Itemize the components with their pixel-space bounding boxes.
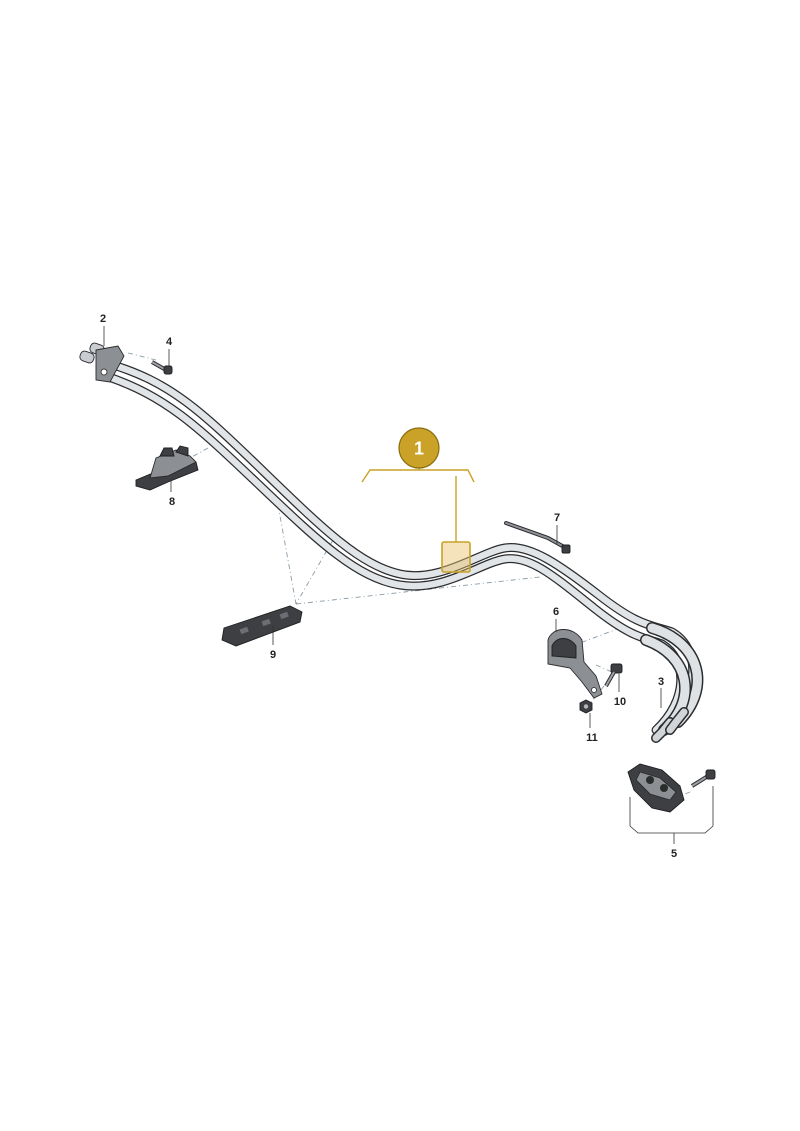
callout-6: 6 [553, 606, 559, 618]
bolt-item-4[interactable] [151, 360, 173, 375]
callout-10: 10 [614, 696, 626, 708]
holder-item-5[interactable] [627, 763, 716, 813]
callout-8: 8 [169, 496, 175, 508]
coolant-tube-assembly[interactable] [101, 359, 704, 736]
callout-4: 4 [166, 336, 173, 348]
leader-lines [103, 326, 714, 844]
main-assembly-callout[interactable]: 1 [361, 427, 475, 573]
base-plate-item-9[interactable] [221, 605, 303, 647]
nut-item-11[interactable] [579, 699, 593, 714]
clamp-bracket-item-6[interactable] [547, 629, 603, 699]
tube-end-connectors[interactable] [651, 707, 689, 743]
callout-2: 2 [100, 313, 106, 325]
callout-5: 5 [671, 848, 677, 860]
main-assembly-badge[interactable] [398, 427, 440, 469]
bracket-item-8[interactable] [135, 445, 199, 491]
callout-labels: 2 4 8 9 7 6 3 10 11 5 [100, 313, 677, 860]
callout-11: 11 [586, 732, 598, 744]
main-assembly-number: 1 [414, 439, 424, 459]
cable-tie-item-7[interactable] [504, 521, 571, 554]
callout-7: 7 [554, 512, 560, 524]
flange-connector-left[interactable] [79, 342, 125, 383]
screw-item-10[interactable] [604, 663, 623, 687]
callout-9: 9 [270, 649, 276, 661]
callout-3: 3 [658, 676, 664, 688]
